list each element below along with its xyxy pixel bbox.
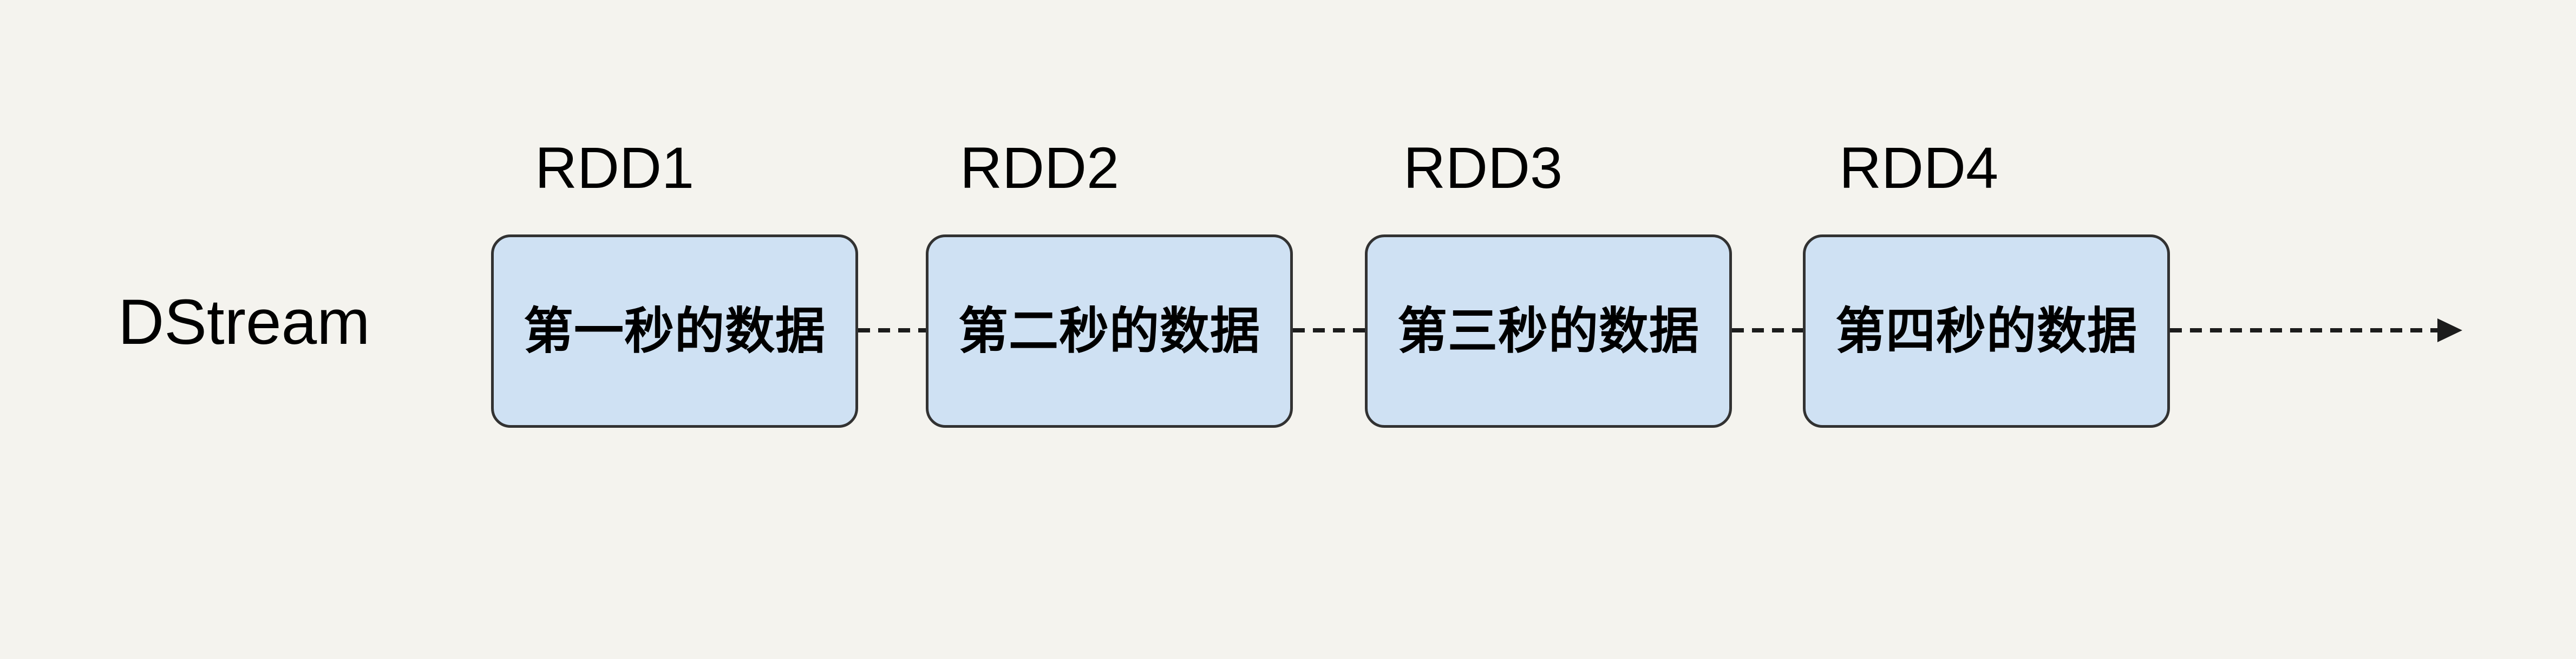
rdd4-box: 第四秒的数据 [1803,234,2170,428]
rdd2-content: 第二秒的数据 [958,303,1260,359]
arrowhead-icon [2437,318,2462,342]
rdd1-label: RDD1 [535,135,695,200]
dstream-label: DStream [118,286,370,358]
rdd3-content: 第三秒的数据 [1397,303,1699,359]
rdd4-content: 第四秒的数据 [1835,303,2137,359]
rdd2-box: 第二秒的数据 [926,234,1293,428]
rdd1-box: 第一秒的数据 [491,234,858,428]
rdd1-content: 第一秒的数据 [523,303,826,359]
rdd4-label: RDD4 [1839,135,1999,200]
rdd3-box: 第三秒的数据 [1365,234,1732,428]
rdd3-label: RDD3 [1403,135,1563,200]
rdd2-label: RDD2 [960,135,1120,200]
